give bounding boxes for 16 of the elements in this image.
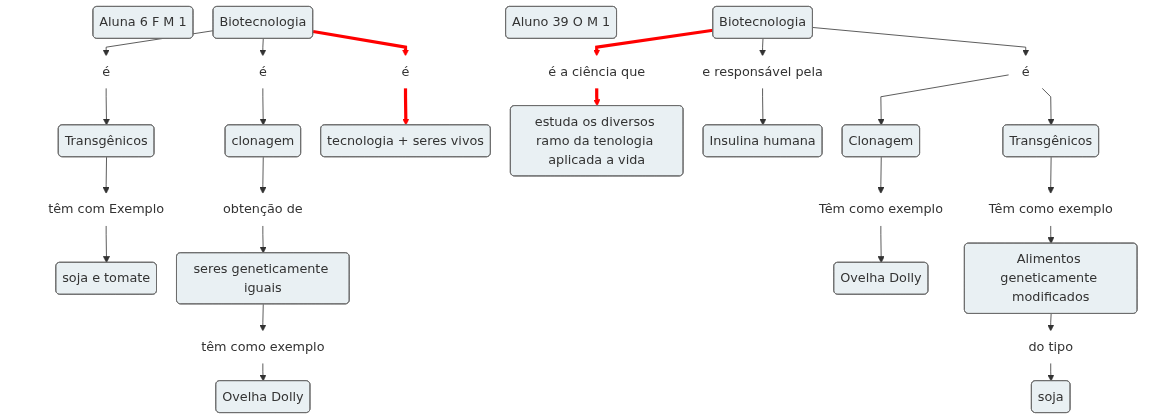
node-text: obtenção de	[223, 201, 303, 217]
node-text: é	[401, 63, 410, 80]
node-text: é	[102, 63, 111, 80]
arrow	[402, 87, 410, 126]
node-text: é	[259, 63, 268, 80]
node-text: é	[1022, 63, 1030, 80]
arrow	[593, 87, 601, 107]
node-text: do tipo	[1028, 339, 1074, 355]
arrow	[313, 29, 410, 57]
arrow	[593, 28, 714, 57]
node-text: é a ciência que	[548, 63, 646, 80]
node-text: e responsável pela	[702, 63, 824, 80]
node-text: Têm como exemplo	[818, 201, 944, 217]
node-text: têm com Exemplo	[48, 201, 165, 217]
node-text: têm como exemplo	[201, 339, 325, 355]
node-text: Têm como exemplo	[988, 201, 1114, 217]
